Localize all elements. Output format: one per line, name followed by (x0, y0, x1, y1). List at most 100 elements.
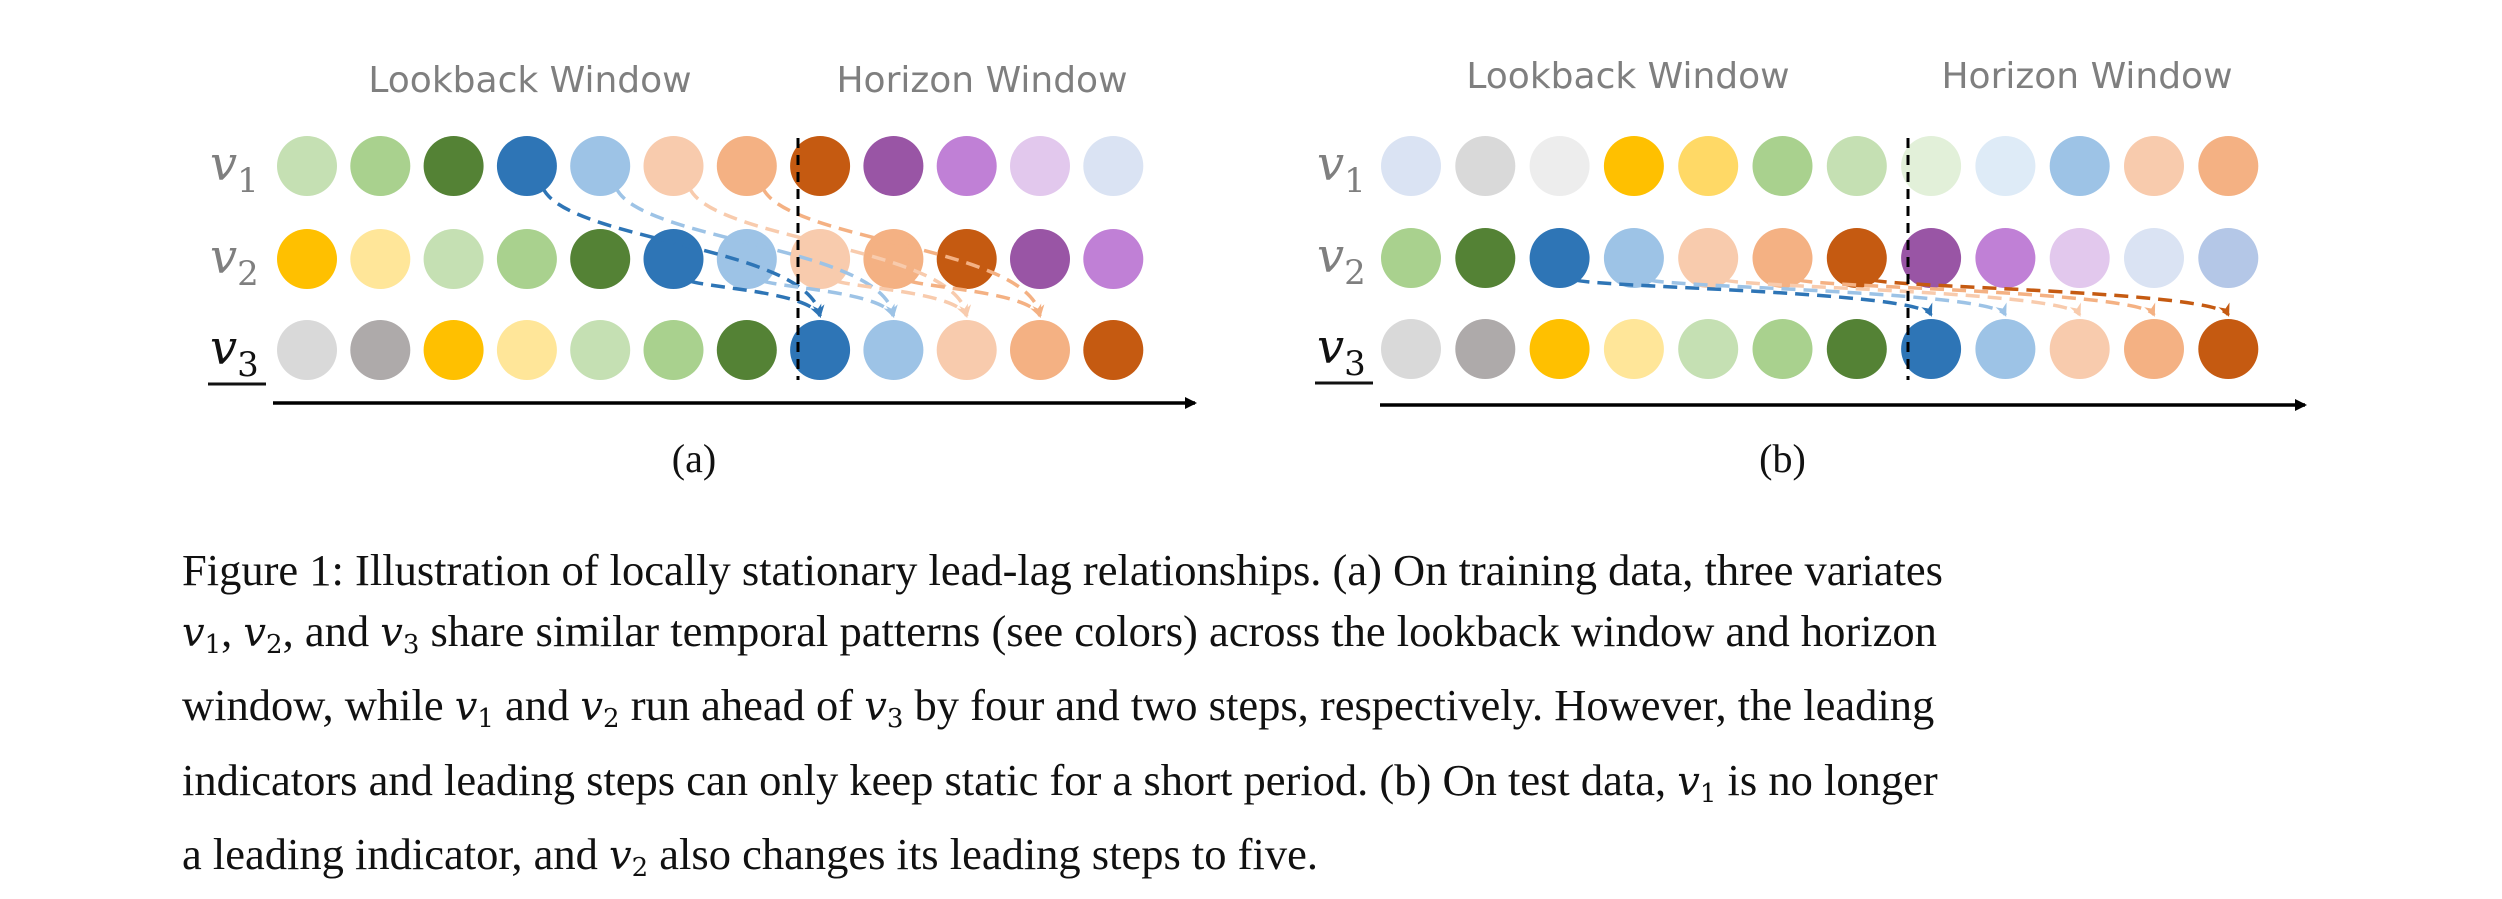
dot-v1-t7 (716, 136, 777, 196)
dot-v2-t7 (1826, 228, 1887, 288)
dot-v1-t6 (1752, 136, 1813, 196)
dot-v1-t4 (1603, 136, 1664, 196)
variate-label-v2: v2 (210, 229, 259, 294)
dot-v1-t9 (1975, 136, 2036, 196)
dot-v3-t5 (570, 320, 631, 380)
dot-v2-t12 (2198, 228, 2259, 288)
dot-v2-t7 (716, 229, 777, 289)
dot-v3-t9 (1975, 319, 2036, 379)
lookback-window-title: Lookback Window (368, 60, 691, 101)
variate-label-v1: v1 (1317, 136, 1366, 201)
dot-v1-t9 (863, 136, 924, 196)
lead-lag-arrow (835, 279, 969, 318)
lead-lag-arrow (762, 279, 896, 318)
caption-line: a leading indicator, and v2 also changes… (182, 829, 1318, 883)
dot-v2-t10 (2049, 228, 2110, 288)
lead-lag-arrow (1872, 278, 2230, 317)
dot-v2-t5 (1678, 228, 1739, 288)
dot-v1-t10 (936, 136, 997, 196)
math-variate: v1 (182, 609, 222, 660)
dot-v2-t1 (277, 229, 337, 289)
dot-v3-t1 (277, 320, 337, 380)
dot-v1-t2 (350, 136, 411, 196)
lead-lag-arrow (541, 187, 825, 318)
dot-v1-t10 (2049, 136, 2110, 196)
dot-v3-t4 (1603, 319, 1664, 379)
dot-v3-t5 (1678, 319, 1739, 379)
math-variate: v3 (864, 684, 904, 734)
dot-v3-t7 (1826, 319, 1887, 379)
dot-v3-t10 (936, 320, 997, 380)
panel-label: (b) (1759, 436, 1806, 481)
dot-v3-t12 (1083, 320, 1144, 380)
dot-v3-t1 (1381, 319, 1441, 379)
lookback-window-title: Lookback Window (1466, 56, 1789, 97)
horizon-window-title: Horizon Window (836, 60, 1127, 101)
dot-v1-t3 (1529, 136, 1590, 196)
dot-v2-t3 (423, 229, 484, 289)
dot-v2-t12 (1083, 229, 1144, 289)
dot-v2-t6 (1752, 228, 1813, 288)
lead-lag-arrow (614, 187, 898, 318)
math-variate: v3 (380, 609, 420, 660)
caption-line: v1, v2, and v3 share similar temporal pa… (182, 605, 1937, 660)
dot-v3-t6 (1752, 319, 1813, 379)
caption-line: Figure 1: Illustration of locally statio… (182, 545, 1943, 595)
dot-v1-t5 (570, 136, 631, 196)
dot-v2-t2 (1455, 228, 1516, 288)
variate-label-v1: v1 (210, 136, 259, 201)
dot-v2-t10 (936, 229, 997, 289)
lead-lag-arrow (761, 187, 1045, 318)
dot-v2-t1 (1381, 228, 1441, 288)
dot-v3-t11 (1010, 320, 1070, 380)
dot-v2-t4 (496, 229, 557, 289)
dot-v2-t8 (790, 229, 851, 289)
dot-v1-t6 (643, 136, 704, 196)
dot-v3-t9 (863, 320, 924, 380)
panel-label: (a) (672, 436, 716, 481)
dot-v1-t12 (1083, 136, 1144, 196)
dot-v1-t3 (423, 136, 484, 196)
dot-v3-t6 (643, 320, 704, 380)
dot-v1-t1 (1381, 136, 1441, 196)
lead-lag-arrow (1798, 278, 2156, 317)
dot-v1-t8 (1901, 136, 1962, 196)
math-variate: v1 (454, 684, 494, 734)
dot-v3-t7 (716, 320, 777, 380)
dot-v2-t4 (1603, 228, 1664, 288)
dot-v2-t2 (350, 229, 411, 289)
panel-a: Lookback Window Horizon Window v1 v2 v3 (a) (208, 60, 1197, 481)
dot-v3-t2 (350, 320, 411, 380)
dot-v1-t12 (2198, 136, 2259, 196)
caption-line: window, while v1 and v2 run ahead of v3 … (182, 680, 1935, 734)
dot-v2-t9 (863, 229, 924, 289)
dot-v2-t8 (1901, 228, 1962, 288)
caption-line: indicators and leading steps can only ke… (182, 754, 1938, 809)
dot-v2-t11 (1010, 229, 1070, 289)
variate-label-v3: v3 (210, 320, 259, 385)
dot-v1-t7 (1826, 136, 1887, 196)
dot-v2-t3 (1529, 228, 1590, 288)
dot-v2-t5 (570, 229, 631, 289)
lead-lag-arrow (1575, 278, 1933, 317)
dot-v1-t2 (1455, 136, 1516, 196)
dot-v3-t12 (2198, 319, 2259, 379)
variate-label-v2: v2 (1317, 228, 1366, 293)
dot-v1-t8 (790, 136, 851, 196)
dot-v3-t3 (423, 320, 484, 380)
dot-v2-t6 (643, 229, 704, 289)
lead-lag-arrow (908, 279, 1042, 318)
dot-v1-t4 (496, 136, 557, 196)
lead-lag-arrow (687, 187, 972, 318)
lead-lag-arrow (1649, 278, 2008, 317)
dot-v3-t8 (790, 320, 851, 380)
lead-lag-arrow (688, 279, 822, 318)
dot-v3-t4 (496, 320, 557, 380)
dot-v3-t3 (1529, 319, 1590, 379)
dot-v1-t1 (277, 136, 337, 196)
math-variate: v1 (1677, 758, 1717, 809)
dot-v1-t11 (1010, 136, 1070, 196)
horizon-window-title: Horizon Window (1941, 56, 2232, 97)
